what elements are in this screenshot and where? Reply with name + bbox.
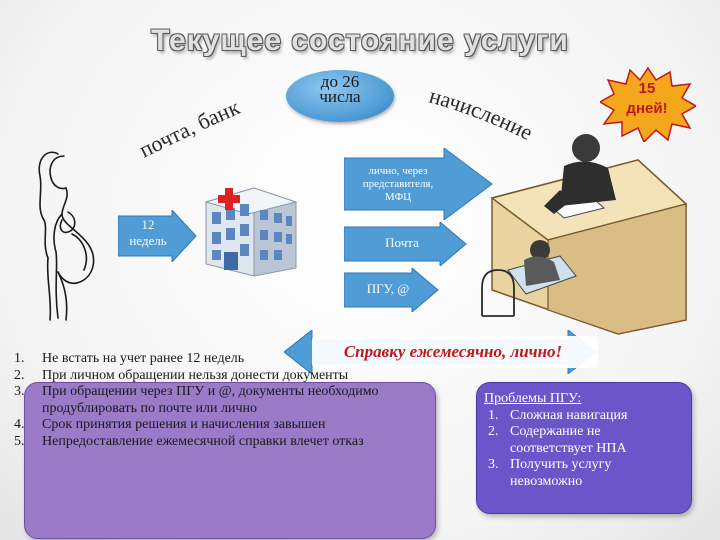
curved-text-left-label: почта, банк [135,94,244,162]
pgu-problems-item: 2.Содержание не соответствует НПА [484,424,684,457]
arrow-portal-label: ПГУ, @ [348,281,428,297]
pgu-problems-item: 1.Сложная навигация [484,408,684,425]
clerk-at-desk-illustration [468,120,708,340]
pgu-problems-heading: Проблемы ПГУ: [484,391,684,408]
svg-text:почта, банк: почта, банк [135,94,244,162]
slide-title: Текущее состояние услуги [0,24,720,58]
deadline-oval-text: до 26 числа [286,74,394,104]
arrow-12-weeks-label: 12 недель [118,217,178,249]
burst-text: 15 дней! [612,79,682,119]
problems-list: 1.Не встать на учет ранее 12 недель 2.Пр… [14,351,386,450]
problems-list-item: 3.При обращении через ПГУ и @, документы… [14,384,386,417]
problems-list-item: 2.При личном обращении нельзя донести до… [14,368,386,385]
hospital-building-illustration [196,180,306,290]
curved-text-left: почта, банк [130,80,290,170]
problems-list-item: 4.Срок принятия решения и начисления зав… [14,417,386,434]
problems-list-item: 5.Непредоставление ежемесячной справки в… [14,434,386,451]
pgu-problems-list: 1.Сложная навигация 2.Содержание не соот… [484,408,684,491]
pregnant-woman-illustration [18,148,118,323]
arrow-personal-label: лично, через представителя, МФЦ [344,165,452,204]
pgu-problems-item: 3.Получить услугу невозможно [484,457,684,490]
arrow-post-label: Почта [344,235,460,251]
pgu-problems-content: Проблемы ПГУ: 1.Сложная навигация 2.Соде… [484,391,684,490]
problems-list-item: 1.Не встать на учет ранее 12 недель [14,351,386,368]
